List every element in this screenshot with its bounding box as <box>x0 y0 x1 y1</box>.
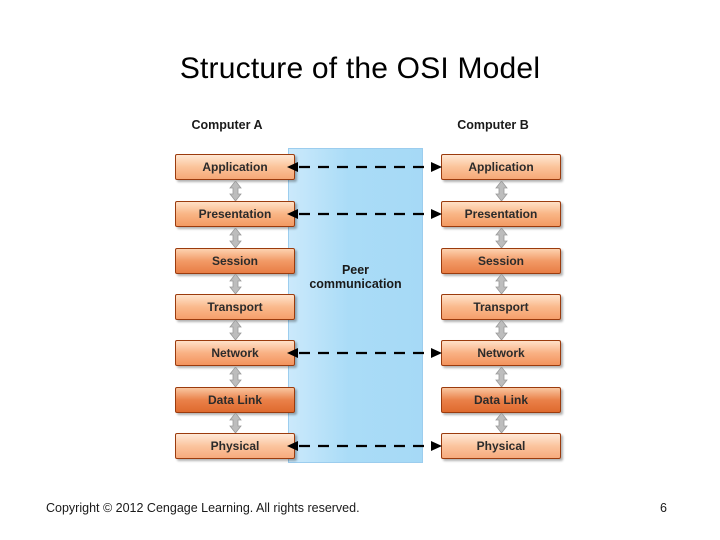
layer-box-presentation-a[interactable]: Presentation <box>175 201 295 227</box>
footer-copyright: Copyright © 2012 Cengage Learning. All r… <box>46 501 360 515</box>
vertical-double-arrow-icon <box>229 274 242 294</box>
peer-arrow-application <box>287 161 442 173</box>
peer-arrow-presentation <box>287 208 442 220</box>
vertical-double-arrow-icon <box>495 274 508 294</box>
peer-arrow-network <box>287 347 442 359</box>
layer-box-network-b[interactable]: Network <box>441 340 561 366</box>
layer-box-data-link-a[interactable]: Data Link <box>175 387 295 413</box>
peer-communication-band <box>288 148 423 463</box>
vertical-double-arrow-icon <box>495 320 508 340</box>
vertical-double-arrow-icon <box>495 367 508 387</box>
column-header-computer-b: Computer B <box>457 118 529 132</box>
vertical-double-arrow-icon <box>229 181 242 201</box>
vertical-double-arrow-icon <box>229 228 242 248</box>
layer-box-physical-a[interactable]: Physical <box>175 433 295 459</box>
layer-box-application-b[interactable]: Application <box>441 154 561 180</box>
column-header-computer-a: Computer A <box>191 118 263 132</box>
layer-box-physical-b[interactable]: Physical <box>441 433 561 459</box>
layer-box-data-link-b[interactable]: Data Link <box>441 387 561 413</box>
vertical-double-arrow-icon <box>229 320 242 340</box>
peer-communication-label: Peer communication <box>288 263 423 291</box>
footer-page-number: 6 <box>660 501 667 515</box>
vertical-double-arrow-icon <box>495 181 508 201</box>
layer-box-session-a[interactable]: Session <box>175 248 295 274</box>
layer-box-session-b[interactable]: Session <box>441 248 561 274</box>
vertical-double-arrow-icon <box>495 413 508 433</box>
peer-communication-label-line2: communication <box>309 277 402 291</box>
osi-model-diagram: Computer A Computer B Application Presen… <box>175 118 573 463</box>
vertical-double-arrow-icon <box>229 367 242 387</box>
layer-box-transport-a[interactable]: Transport <box>175 294 295 320</box>
vertical-double-arrow-icon <box>229 413 242 433</box>
peer-arrow-physical <box>287 440 442 452</box>
layer-box-network-a[interactable]: Network <box>175 340 295 366</box>
layer-box-application-a[interactable]: Application <box>175 154 295 180</box>
layer-box-transport-b[interactable]: Transport <box>441 294 561 320</box>
peer-communication-label-line1: Peer <box>341 263 370 277</box>
vertical-double-arrow-icon <box>495 228 508 248</box>
layer-box-presentation-b[interactable]: Presentation <box>441 201 561 227</box>
page-title: Structure of the OSI Model <box>179 52 541 85</box>
